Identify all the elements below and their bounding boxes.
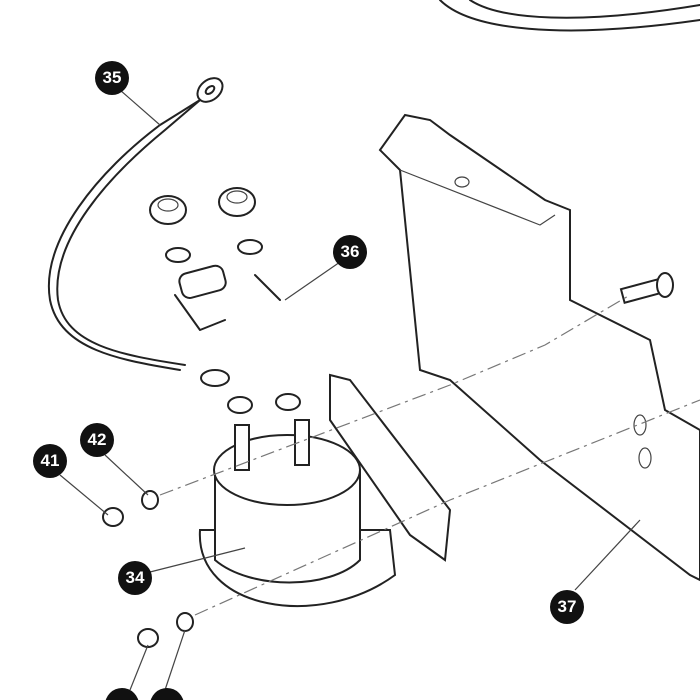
callout-cut-off-right (150, 688, 184, 700)
hose-top (439, 0, 700, 32)
callout-35-cable: 35 (95, 61, 129, 95)
nut-41 (102, 507, 124, 527)
callout-41-nut: 41 (33, 444, 67, 478)
callout-37-bracket: 37 (550, 590, 584, 624)
callout-cut-off-left (105, 688, 139, 700)
washer-42 (141, 490, 159, 510)
terminal-nuts (149, 187, 301, 414)
leader-lines (59, 89, 641, 691)
callout-34-solenoid: 34 (118, 561, 152, 595)
solenoid (198, 419, 397, 608)
bolt (619, 272, 674, 304)
battery-cable (47, 77, 230, 387)
callout-36-link: 36 (333, 235, 367, 269)
callout-42-washer: 42 (80, 423, 114, 457)
